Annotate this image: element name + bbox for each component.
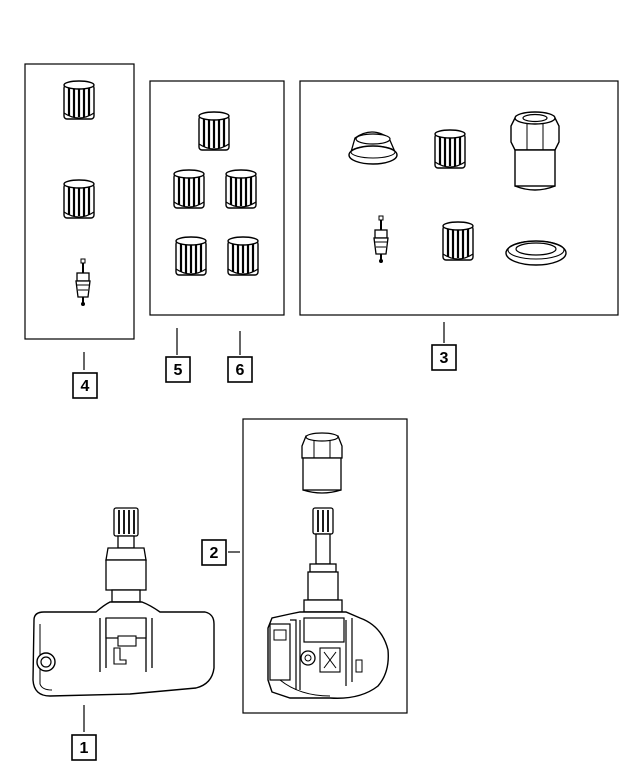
- callout-3[interactable]: 3: [431, 344, 457, 371]
- callout-1[interactable]: 1: [71, 734, 97, 761]
- valve-cap-icon: [441, 220, 475, 262]
- valve-cap-icon: [433, 128, 467, 170]
- callout-4[interactable]: 4: [72, 372, 98, 399]
- valve-cap-icon: [197, 110, 231, 152]
- svg-text:3: 3: [440, 350, 449, 367]
- kit-box-3: [299, 80, 619, 316]
- valve-core-icon: [373, 215, 389, 264]
- svg-text:2: 2: [210, 545, 219, 562]
- valve-cap-icon: [172, 168, 206, 210]
- valve-cap-icon: [226, 235, 260, 277]
- callout-5[interactable]: 5: [165, 356, 191, 383]
- valve-cap-icon: [224, 168, 258, 210]
- valve-cap-icon: [62, 178, 96, 220]
- tpms-sensor-1: [32, 507, 215, 697]
- svg-text:6: 6: [236, 362, 245, 379]
- valve-cap-icon: [174, 235, 208, 277]
- grommet-icon: [348, 131, 398, 165]
- kit-box-2: [242, 418, 408, 714]
- callout-2[interactable]: 2: [201, 539, 227, 566]
- hex-nut-icon: [510, 111, 560, 191]
- washer-icon: [505, 240, 567, 266]
- tpms-sensor-2: [267, 507, 389, 699]
- svg-text:4: 4: [81, 378, 90, 395]
- valve-cap-icon: [62, 79, 96, 121]
- svg-text:5: 5: [174, 362, 183, 379]
- valve-core-icon: [75, 258, 91, 307]
- kit-box-5-6: [149, 80, 285, 316]
- callout-6[interactable]: 6: [227, 356, 253, 383]
- svg-text:1: 1: [80, 740, 89, 757]
- hex-nut-icon: [301, 432, 343, 494]
- kit-box-4: [24, 63, 135, 340]
